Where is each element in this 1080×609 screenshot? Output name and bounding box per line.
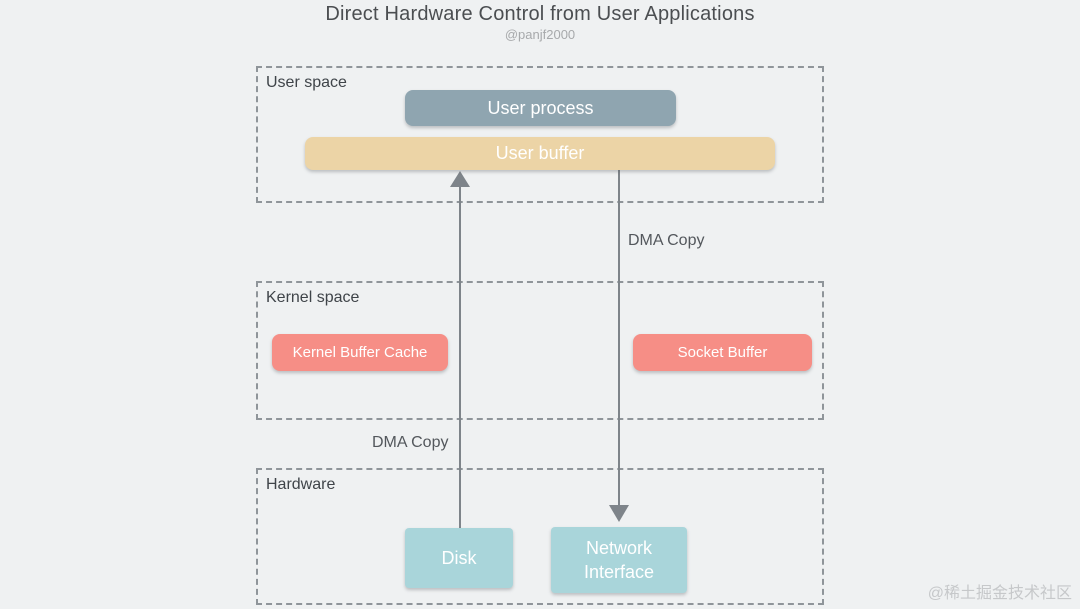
node-socket-buffer: Socket Buffer [633,334,812,371]
arrow-up-icon [450,171,470,187]
dma-copy-label-right: DMA Copy [628,232,705,249]
region-user-space: User space [256,66,824,203]
arrow-user-buffer-to-network-interface-line [618,170,620,505]
watermark: @稀土掘金技术社区 [927,585,1072,602]
arrow-down-icon [609,505,629,522]
node-user-process: User process [405,90,676,126]
node-kernel-buffer-cache: Kernel Buffer Cache [272,334,448,371]
region-hardware: Hardware [256,468,824,605]
region-kernel-space-label: Kernel space [266,289,360,306]
node-disk: Disk [405,528,513,588]
arrow-disk-to-user-buffer-line [459,186,461,528]
node-network-interface-line1: Network [585,537,652,558]
node-network-interface: Network Interface [551,527,687,593]
region-kernel-space: Kernel space [256,281,824,420]
region-user-space-label: User space [266,74,347,91]
node-user-buffer: User buffer [305,137,775,170]
region-hardware-label: Hardware [266,476,336,493]
node-network-interface-line2: Interface [583,562,655,582]
dma-copy-label-left: DMA Copy [372,434,449,451]
diagram-title: Direct Hardware Control from User Applic… [325,3,755,25]
diagram-author: @panjf2000 [504,27,576,42]
